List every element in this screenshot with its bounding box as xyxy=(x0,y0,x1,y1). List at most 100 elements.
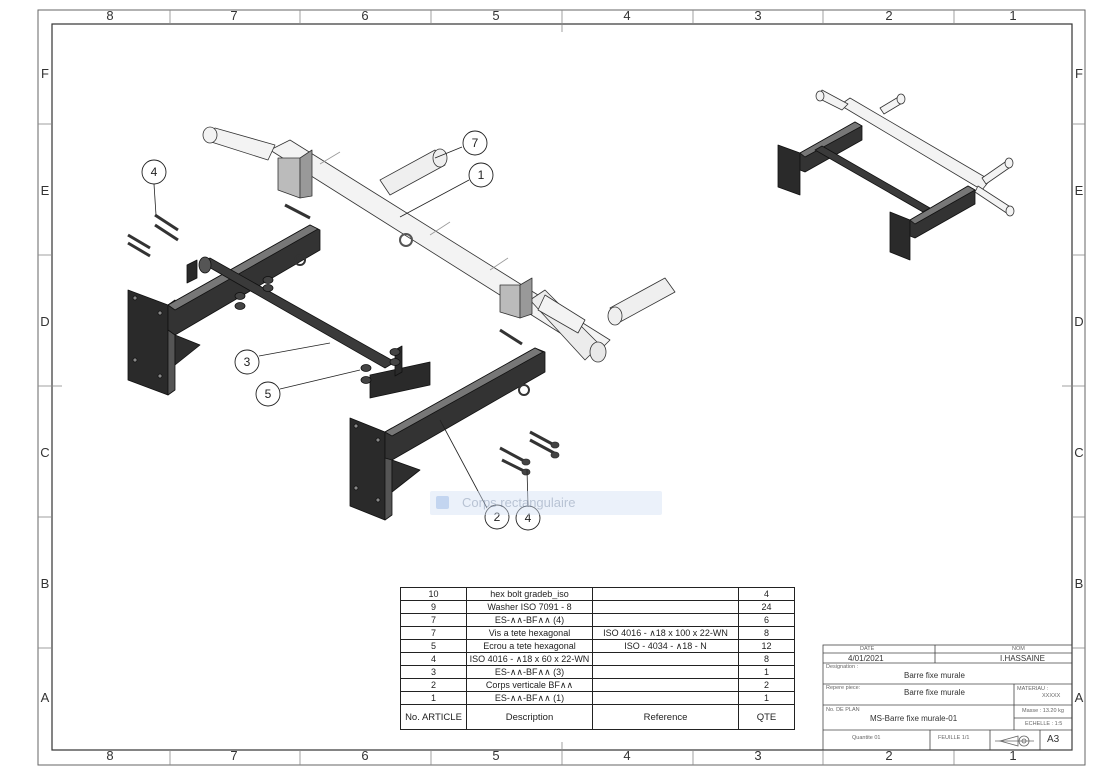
bom-no: 2 xyxy=(400,678,467,692)
balloon xyxy=(515,505,541,531)
zone-label: B xyxy=(40,576,50,591)
bom-description: ES-∧∧-BF∧∧ (3) xyxy=(466,665,593,679)
zone-label: E xyxy=(1074,183,1084,198)
table-row: 7 ES-∧∧-BF∧∧ (4) 6 xyxy=(400,613,795,627)
bom-description: Ecrou a tete hexagonal xyxy=(466,639,593,653)
body-icon xyxy=(436,496,449,509)
zone-label: E xyxy=(40,183,50,198)
table-row: 7 Vis a tete hexagonal ISO 4016 - ∧18 x … xyxy=(400,626,795,640)
bom-description: hex bolt gradeb_iso xyxy=(466,587,593,601)
zone-label: D xyxy=(40,314,50,329)
bom-no: 10 xyxy=(400,587,467,601)
right-wall-plate xyxy=(349,417,386,521)
zone-label: 5 xyxy=(492,8,500,23)
isometric-view xyxy=(777,89,1015,261)
no-plan-label: No. DE PLAN xyxy=(826,707,860,713)
zone-label: 2 xyxy=(885,8,893,23)
zone-label: 1 xyxy=(1009,748,1017,763)
bom-qty: 1 xyxy=(738,691,795,705)
zone-label: C xyxy=(40,445,50,460)
table-row: 1 ES-∧∧-BF∧∧ (1) 1 xyxy=(400,691,795,705)
balloon xyxy=(468,162,494,188)
bom-header-qty: QTE xyxy=(738,704,795,730)
balloon-label: 5 xyxy=(265,387,272,401)
bom-no: 7 xyxy=(400,613,467,627)
designation-label: Designation : xyxy=(826,664,859,670)
zone-label: 2 xyxy=(885,748,893,763)
bom-reference xyxy=(592,665,739,679)
zone-label: 7 xyxy=(230,748,238,763)
zone-label: 8 xyxy=(106,8,114,23)
materiau-value: XXXXX xyxy=(1042,693,1061,699)
cross-tube xyxy=(199,257,396,369)
bom-description: Corps verticale BF∧∧ xyxy=(466,678,593,692)
bom-header-description: Description xyxy=(466,704,593,730)
bom-reference xyxy=(592,678,739,692)
table-row: 10 hex bolt gradeb_iso 4 xyxy=(400,587,795,601)
right-arm xyxy=(384,347,546,461)
bom-description: Washer ISO 7091 - 8 xyxy=(466,600,593,614)
bom-qty: 8 xyxy=(738,652,795,666)
repere-value: Barre fixe murale xyxy=(904,688,965,697)
zone-label: A xyxy=(40,690,50,705)
balloon-label: 1 xyxy=(478,168,485,182)
zone-label: 7 xyxy=(230,8,238,23)
projection-symbol-icon xyxy=(995,735,1034,747)
table-row: 4 ISO 4016 - ∧18 x 60 x 22-WN 8 xyxy=(400,652,795,666)
zone-label: F xyxy=(41,66,49,81)
zone-label: 3 xyxy=(754,748,762,763)
balloon xyxy=(141,159,167,185)
balloon-leaders xyxy=(153,146,529,509)
bill-of-materials: 10 hex bolt gradeb_iso 4 9 Washer ISO 70… xyxy=(400,587,795,730)
balloons xyxy=(141,130,541,531)
sheet-frame xyxy=(37,9,1086,766)
zone-label: 3 xyxy=(754,8,762,23)
balloon xyxy=(255,381,281,407)
bom-header-reference: Reference xyxy=(592,704,739,730)
balloon xyxy=(462,130,488,156)
zone-label: F xyxy=(1075,66,1083,81)
bom-qty: 2 xyxy=(738,678,795,692)
designation-value: Barre fixe murale xyxy=(904,671,965,680)
zone-label: D xyxy=(1074,314,1084,329)
bom-no: 1 xyxy=(400,691,467,705)
left-wall-plate xyxy=(127,289,169,396)
bom-header-row: No. ARTICLE Description Reference QTE xyxy=(400,704,795,730)
nom-value: I.HASSAINE xyxy=(1000,654,1045,663)
nom-label: NOM xyxy=(1012,646,1025,652)
zone-label: A xyxy=(1074,690,1084,705)
bom-description: Vis a tete hexagonal xyxy=(466,626,593,640)
bom-description: ES-∧∧-BF∧∧ (1) xyxy=(466,691,593,705)
bom-qty: 4 xyxy=(738,587,795,601)
echelle-value: ECHELLE : 1:5 xyxy=(1025,721,1063,727)
bom-reference: ISO - 4034 - ∧18 - N xyxy=(592,639,739,653)
balloon-label: 2 xyxy=(494,510,501,524)
table-row: 2 Corps verticale BF∧∧ 2 xyxy=(400,678,795,692)
zone-label: 4 xyxy=(623,8,631,23)
repere-label: Repere piece: xyxy=(826,685,861,691)
bom-header-no: No. ARTICLE xyxy=(400,704,467,730)
bom-description: ES-∧∧-BF∧∧ (4) xyxy=(466,613,593,627)
balloon-labels: 7 1 4 3 5 2 4 xyxy=(151,136,532,525)
zone-label: C xyxy=(1074,445,1084,460)
materiau-label: MATERIAU : xyxy=(1017,686,1049,692)
table-row: 5 Ecrou a tete hexagonal ISO - 4034 - ∧1… xyxy=(400,639,795,653)
sheet-format: A3 xyxy=(1047,734,1060,745)
main-bar xyxy=(202,126,611,363)
zone-label: B xyxy=(1074,576,1084,591)
exploded-view xyxy=(127,126,676,521)
table-row: 9 Washer ISO 7091 - 8 24 xyxy=(400,600,795,614)
title-block-frame xyxy=(822,644,1073,751)
balloon xyxy=(484,504,510,530)
zone-label: 5 xyxy=(492,748,500,763)
bom-no: 7 xyxy=(400,626,467,640)
zone-label: 4 xyxy=(623,748,631,763)
date-label: DATE xyxy=(860,646,875,652)
bom-reference: ISO 4016 - ∧18 x 100 x 22-WN xyxy=(592,626,739,640)
bom-reference xyxy=(592,691,739,705)
no-plan-value: MS-Barre fixe murale-01 xyxy=(870,714,958,723)
zone-label: 6 xyxy=(361,748,369,763)
balloon-label: 3 xyxy=(244,355,251,369)
balloon-label: 7 xyxy=(472,136,479,150)
